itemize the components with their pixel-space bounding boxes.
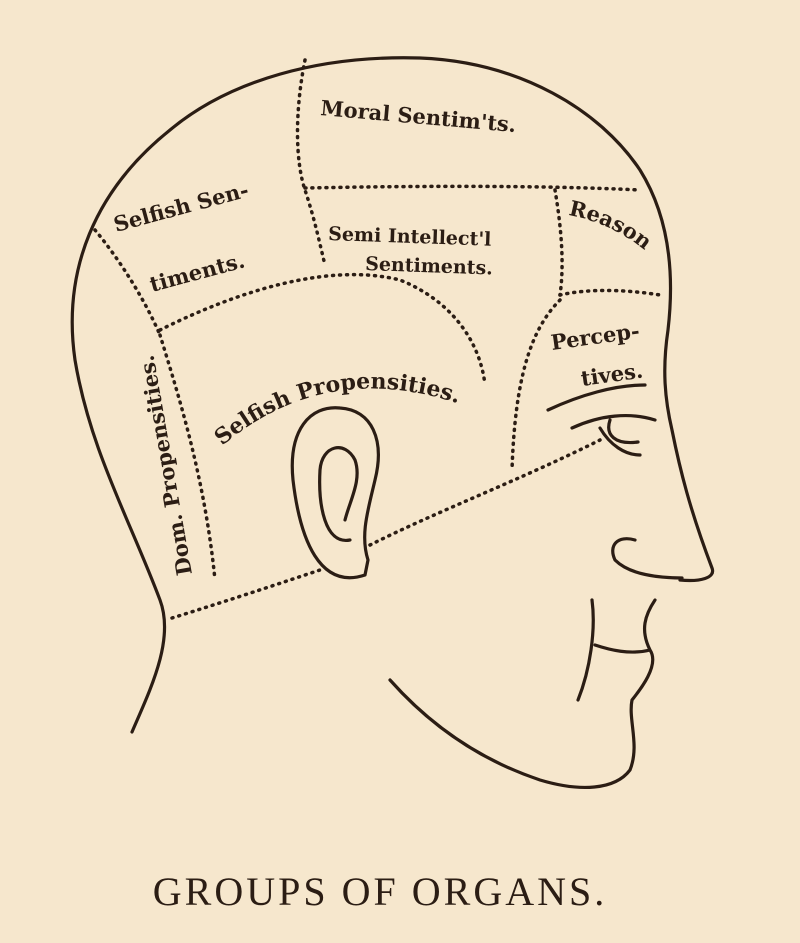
label-selfish-sentiments-2: timents. bbox=[147, 247, 248, 296]
mouth-chin bbox=[388, 598, 657, 789]
label-semi-intellectual-1: Semi Intellect'l bbox=[328, 223, 492, 251]
label-selfish-propensities-text: Selfish Propensities. bbox=[209, 368, 464, 450]
label-selfish-sentiments-1: Selfish Sen- bbox=[111, 177, 251, 237]
label-semi-intellectual-2: Sentiments. bbox=[365, 253, 493, 279]
label-reason: Reason bbox=[567, 195, 657, 254]
label-dom-propensities: Dom. Propensities. bbox=[134, 353, 197, 577]
label-moral-sentiments: Moral Sentim'ts. bbox=[320, 95, 518, 137]
eyebrow bbox=[546, 383, 647, 412]
caption: GROUPS OF ORGANS. bbox=[153, 869, 607, 914]
head-outline bbox=[70, 56, 715, 734]
lip-line bbox=[576, 598, 595, 702]
label-selfish-propensities: Selfish Propensities. bbox=[209, 368, 464, 450]
nostril bbox=[611, 537, 684, 580]
label-reason-text: Reason bbox=[567, 195, 657, 254]
region-boundaries bbox=[93, 58, 662, 620]
ear bbox=[290, 406, 380, 580]
eye bbox=[570, 414, 657, 457]
label-perceptives-1: Percep- bbox=[549, 318, 641, 355]
